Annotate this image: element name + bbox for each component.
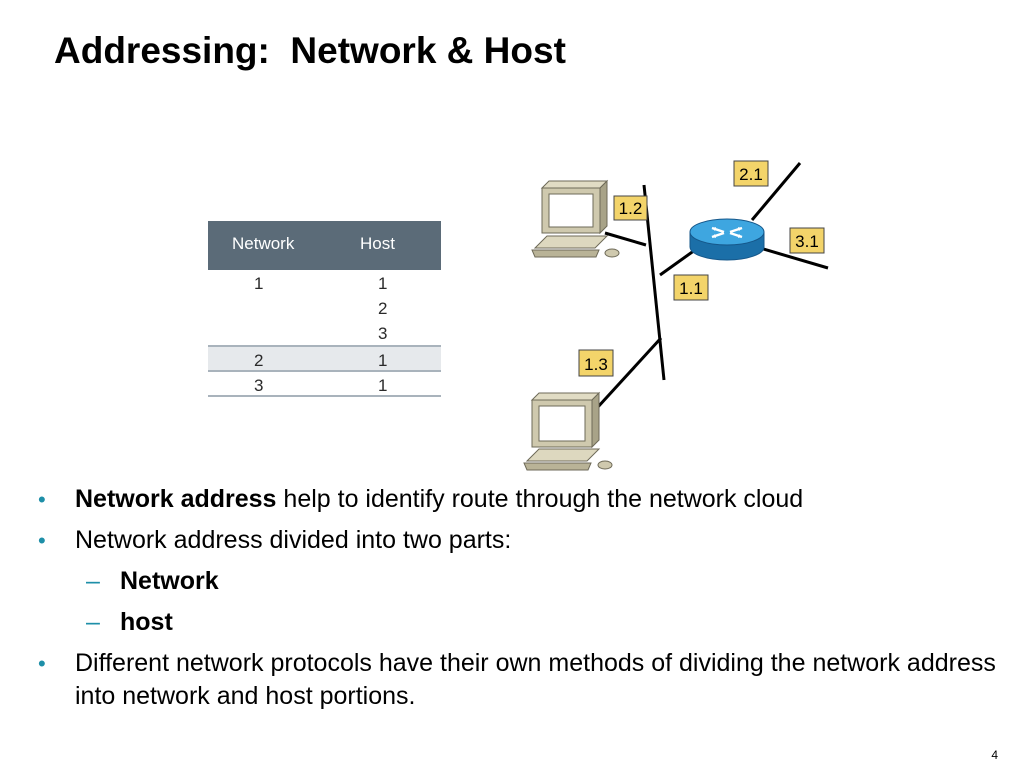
- table-row: 2 1: [208, 345, 441, 370]
- bullet-dot: •: [38, 528, 46, 553]
- address-label-1-3: 1.3: [578, 349, 614, 377]
- computer-icon: [523, 391, 613, 471]
- bullet-item: • Network address help to identify route…: [38, 483, 998, 516]
- cell-host: 2: [378, 299, 388, 318]
- bullet-text: help to identify route through the netwo…: [276, 485, 804, 513]
- svg-text:1.2: 1.2: [619, 199, 643, 218]
- cell-host: 1: [378, 274, 388, 293]
- table-row: 1 1: [208, 270, 441, 295]
- router-icon: [689, 218, 765, 261]
- router-link-3-1: [759, 246, 829, 270]
- address-label-1-2: 1.2: [613, 195, 648, 221]
- sub-bullet-item: – Network: [38, 565, 998, 598]
- address-label-3-1: 3.1: [789, 227, 825, 254]
- cell-host: 1: [378, 376, 388, 395]
- bullet-dot: •: [38, 651, 46, 676]
- bullet-text: Network address divided into two parts:: [75, 526, 512, 554]
- router-link-1-1: [659, 248, 696, 277]
- table-row: 3 1: [208, 370, 441, 395]
- bullet-item: • Different network protocols have their…: [38, 647, 998, 713]
- table-row: 2: [208, 295, 441, 320]
- computer-icon: [531, 179, 620, 258]
- address-label-2-1: 2.1: [733, 160, 769, 187]
- bullet-item: • Network address divided into two parts…: [38, 524, 998, 557]
- svg-text:2.1: 2.1: [739, 165, 763, 184]
- pc-top-link: [604, 231, 647, 247]
- sub-bullet-item: – host: [38, 606, 998, 639]
- sub-bullet-text: host: [120, 608, 173, 636]
- table-bottom-rule: [208, 395, 441, 397]
- svg-text:3.1: 3.1: [795, 232, 819, 251]
- address-table: Network Host 1 1 2 3 2 1 3 1: [208, 221, 441, 397]
- cell-network: 1: [254, 274, 264, 293]
- slide-title: Addressing: Network & Host: [54, 30, 566, 71]
- bullet-list: • Network address help to identify route…: [38, 483, 998, 721]
- sub-bullet-text: Network: [120, 567, 219, 595]
- bullet-dot: •: [38, 487, 46, 512]
- router-link-2-1: [750, 162, 802, 221]
- pc-bottom-link: [595, 336, 663, 410]
- sub-bullet-dash: –: [86, 567, 100, 595]
- table-row: 3: [208, 320, 441, 345]
- header-host: Host: [360, 234, 395, 253]
- address-label-1-1: 1.1: [673, 274, 709, 301]
- cell-network: 3: [254, 376, 264, 395]
- cell-host: 1: [378, 351, 388, 370]
- svg-text:1.1: 1.1: [679, 279, 703, 298]
- header-network: Network: [232, 234, 295, 253]
- table-header: Network Host: [208, 221, 441, 270]
- cell-host: 3: [378, 324, 388, 343]
- bullet-bold-text: Network address: [75, 485, 277, 513]
- bullet-text: Different network protocols have their o…: [75, 649, 996, 710]
- sub-bullet-dash: –: [86, 608, 100, 636]
- page-number: 4: [991, 748, 998, 762]
- cell-network: 2: [254, 351, 264, 370]
- svg-text:1.3: 1.3: [584, 355, 608, 374]
